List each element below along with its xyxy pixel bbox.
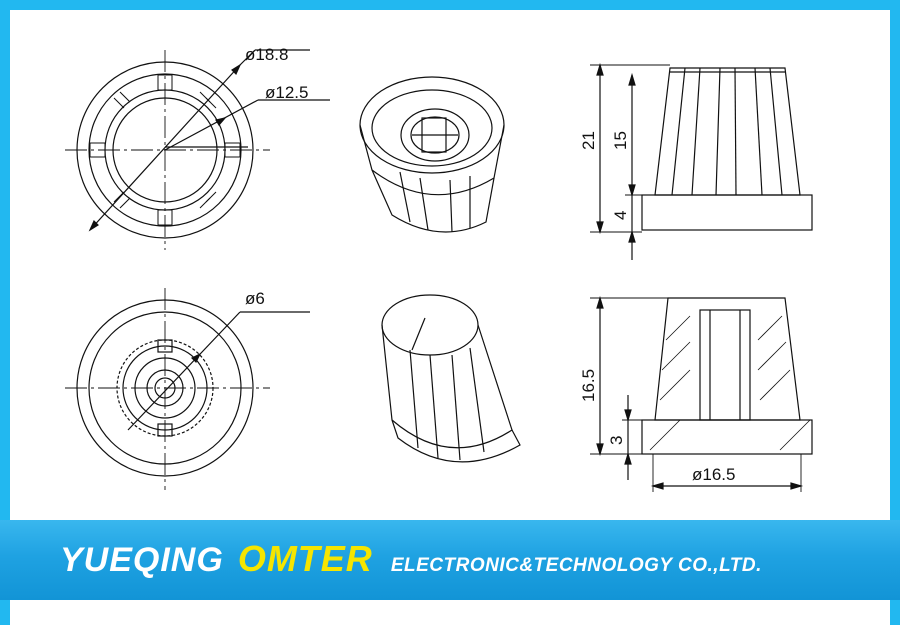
outer-diameter-label: ø18.8 — [245, 45, 288, 64]
top-view — [65, 49, 330, 250]
technical-drawing: ø18.8 ø12.5 21 — [10, 10, 890, 520]
base-diameter-label: ø16.5 — [692, 465, 735, 484]
side-iso-view — [381, 294, 521, 463]
inner-diameter-label: ø12.5 — [265, 83, 308, 102]
section-base-height-label: 3 — [607, 436, 626, 445]
section-height-label: 16.5 — [579, 369, 598, 402]
base-height-label: 4 — [611, 211, 630, 220]
top-iso-view — [359, 76, 505, 233]
total-height-label: 21 — [579, 131, 598, 150]
brand-name: OMTER — [237, 538, 373, 579]
company-banner: YUEQING OMTER ELECTRONIC&TECHNOLOGY CO.,LT… — [0, 520, 900, 600]
bottom-view — [65, 288, 310, 490]
banner-text: YUEQING OMTER ELECTRONIC&TECHNOLOGY CO.,LT… — [60, 538, 762, 580]
side-view — [590, 62, 813, 260]
section-view — [590, 295, 813, 492]
company-name: YUEQING — [60, 541, 224, 579]
body-height-label: 15 — [611, 131, 630, 150]
bottom-strip — [0, 600, 900, 625]
shaft-diameter-label: ø6 — [245, 289, 265, 308]
company-suffix: ELECTRONIC&TECHNOLOGY CO.,LTD. — [390, 555, 762, 576]
